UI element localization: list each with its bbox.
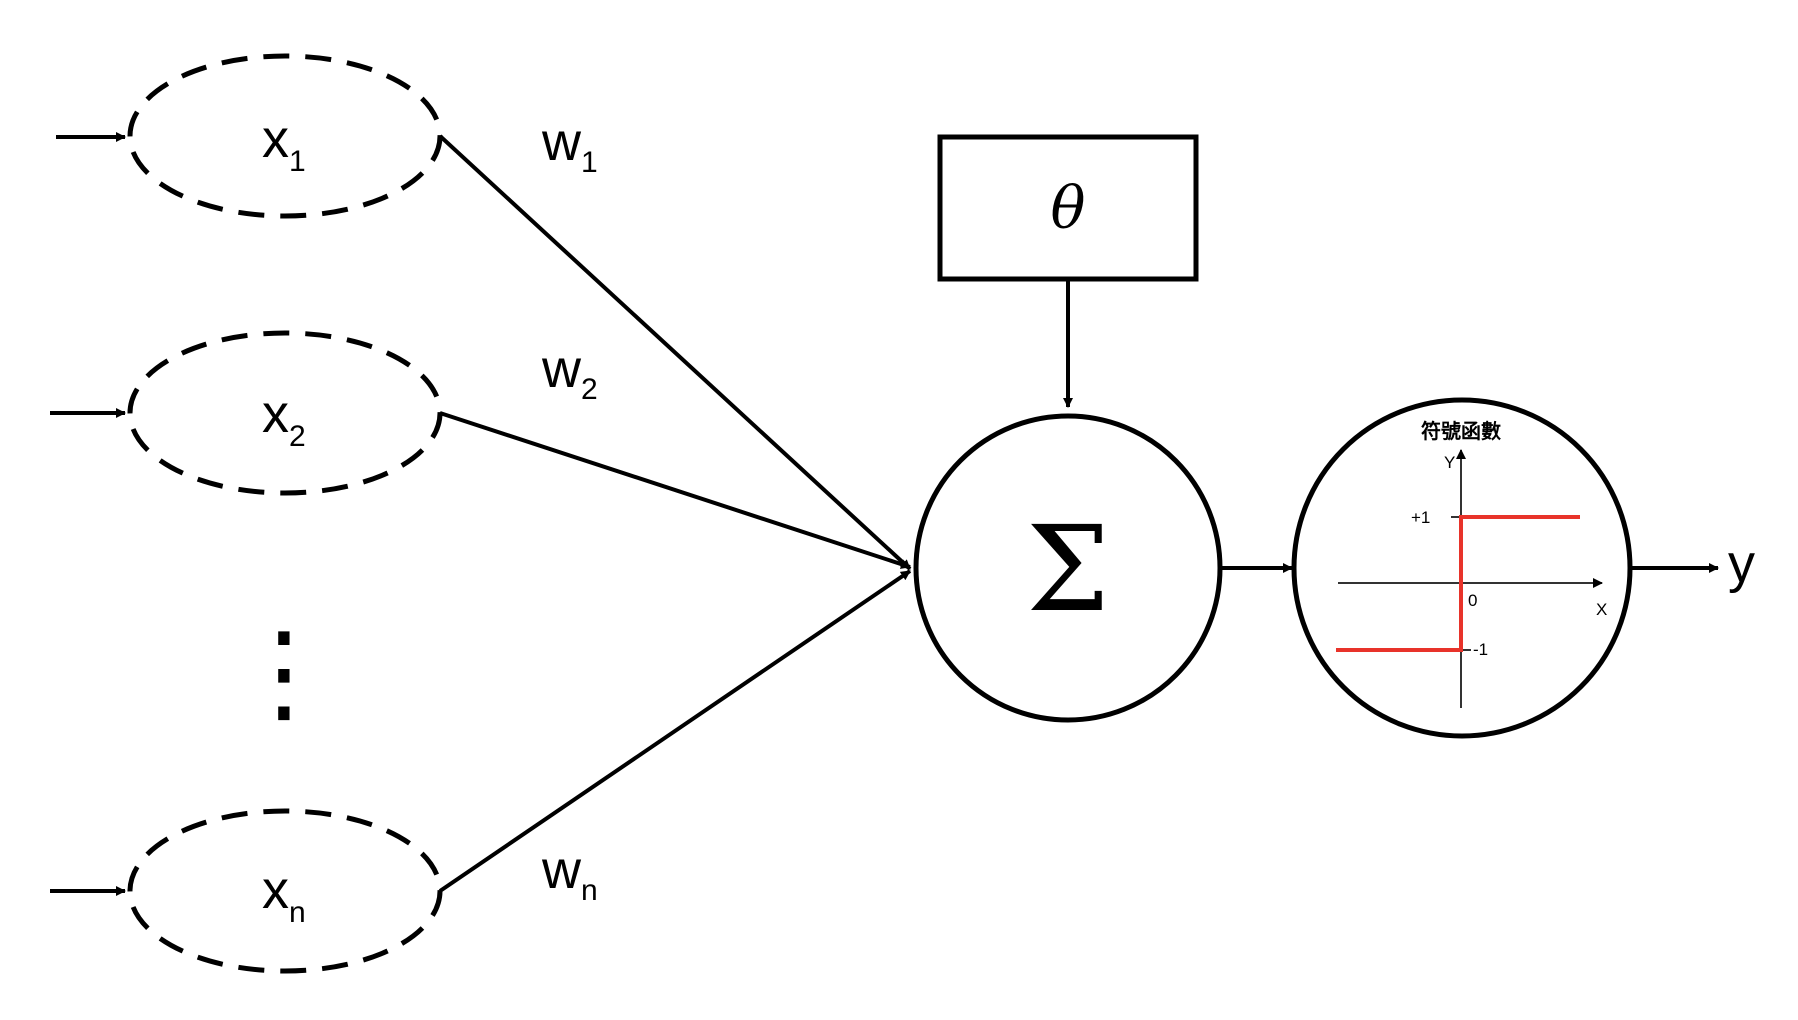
connection-1 bbox=[438, 134, 912, 571]
output-label: y bbox=[1728, 534, 1755, 594]
plot-x-axis-label: X bbox=[1596, 600, 1607, 619]
input-nodes bbox=[127, 53, 443, 974]
plot-zero-label: 0 bbox=[1468, 591, 1477, 610]
weight-label-1: w1 bbox=[541, 112, 598, 179]
sign-step-line bbox=[1336, 515, 1580, 652]
threshold-symbol: θ bbox=[1051, 174, 1086, 242]
plot-minus-one-label: -1 bbox=[1473, 640, 1488, 659]
connection-n bbox=[438, 569, 912, 893]
weight-label-n: wn bbox=[541, 840, 598, 907]
input-label-n: xn bbox=[262, 860, 306, 929]
summation-symbol: Σ bbox=[1026, 500, 1109, 638]
plot-plus-one-label: +1 bbox=[1411, 508, 1430, 527]
plot-y-axis-label: Y bbox=[1444, 453, 1455, 472]
input-arrows bbox=[50, 132, 126, 896]
input-ellipsis: ⋮ bbox=[229, 611, 339, 734]
input-label-2: x2 bbox=[262, 384, 306, 453]
input-label-1: x1 bbox=[262, 109, 306, 178]
connection-2 bbox=[439, 411, 911, 569]
activation-title: 符號函數 bbox=[1421, 419, 1501, 443]
weight-label-2: w2 bbox=[541, 339, 598, 406]
sign-function-plot: Y X +1 -1 0 bbox=[1336, 449, 1607, 708]
weighted-connections bbox=[438, 134, 912, 893]
